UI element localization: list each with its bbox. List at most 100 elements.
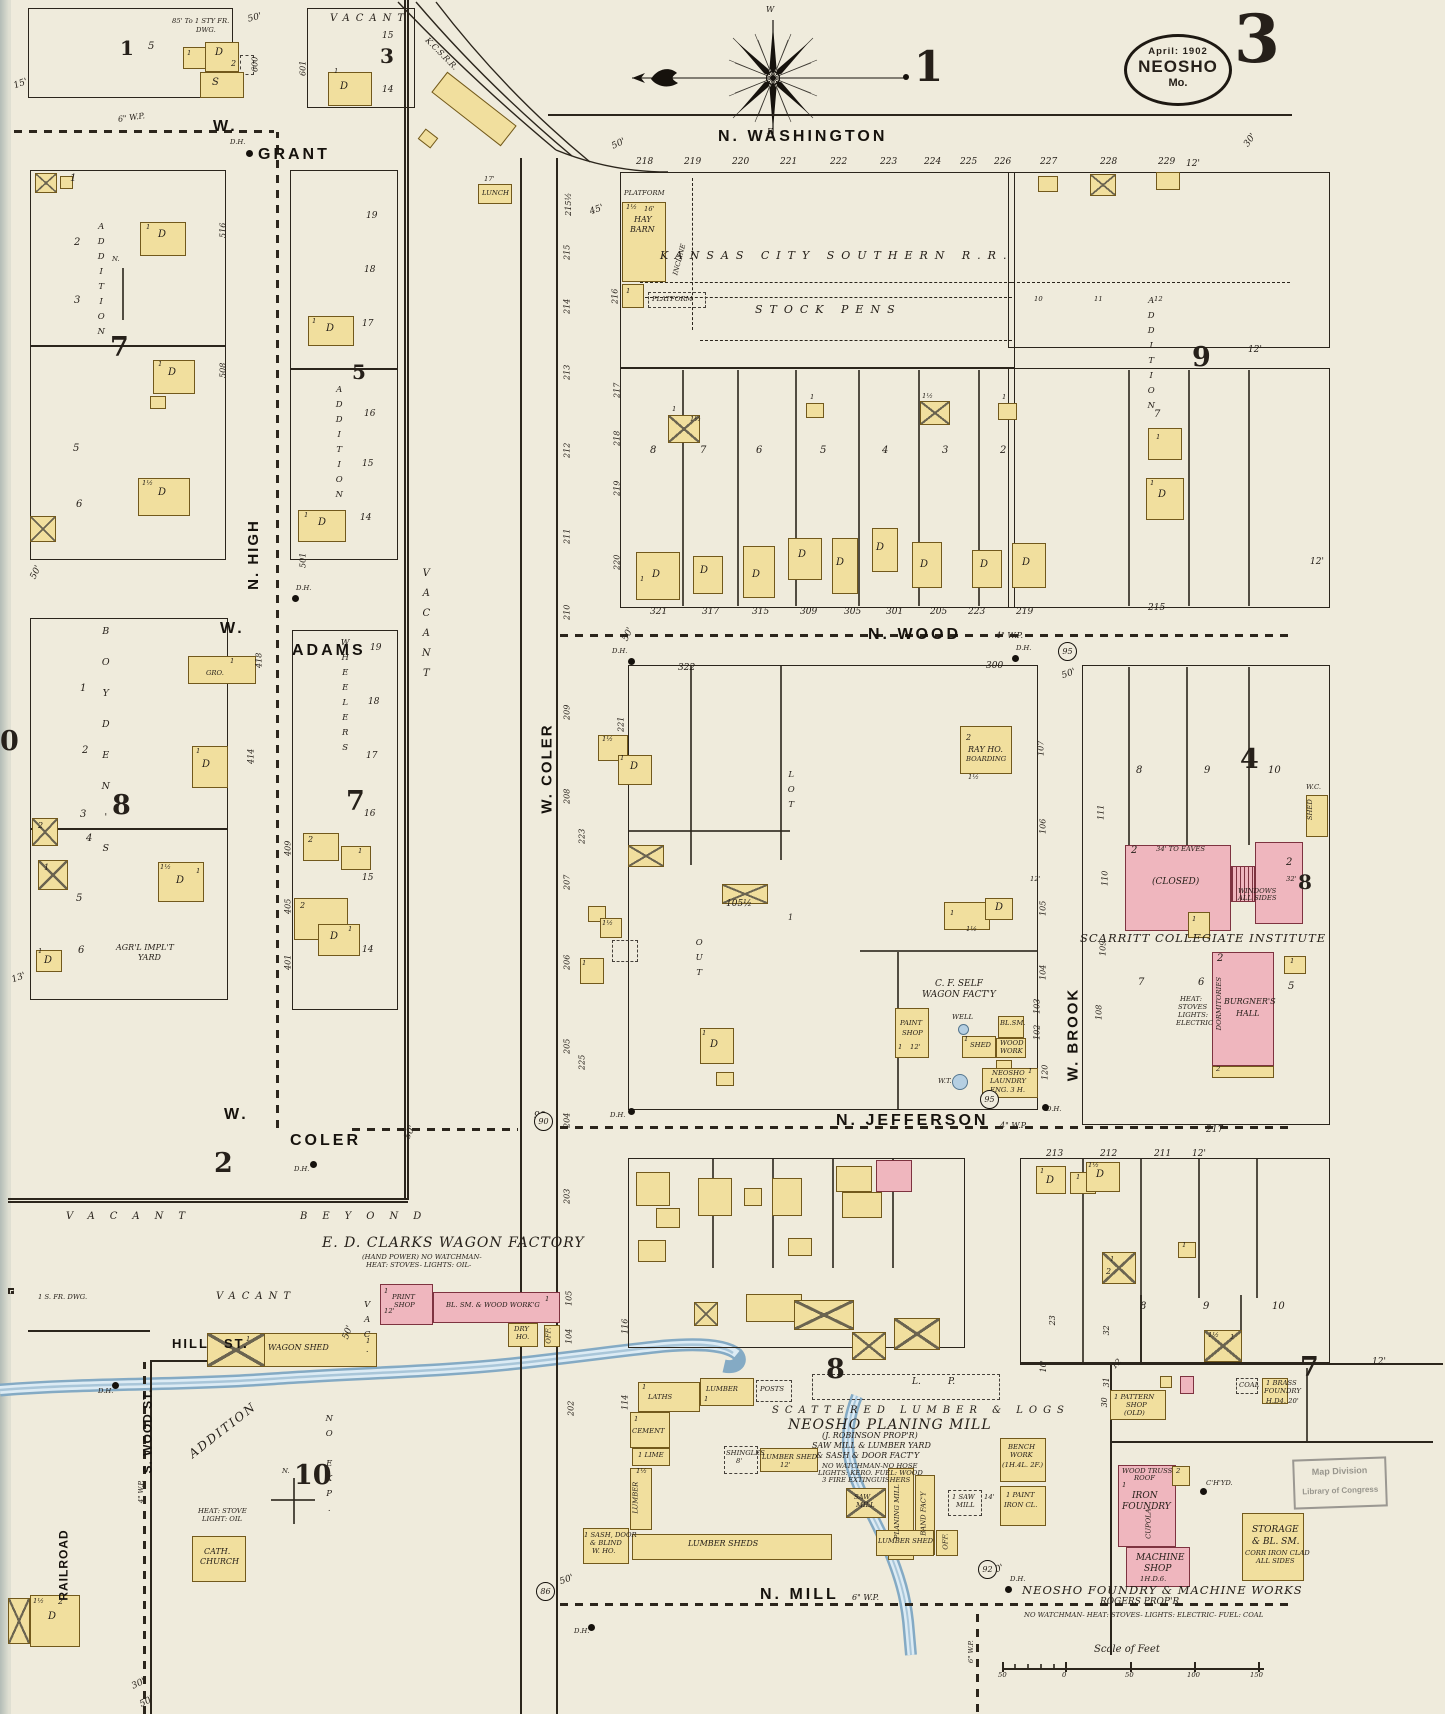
street-label: ST. xyxy=(224,1336,249,1351)
frame-building xyxy=(38,860,68,890)
area-label: VACANT xyxy=(330,13,411,24)
map-label: DRY xyxy=(514,1325,529,1333)
map-label: 10 xyxy=(1268,765,1281,776)
frame-building xyxy=(998,1016,1024,1038)
house-number: 16 xyxy=(364,809,376,819)
frame-building xyxy=(583,1528,629,1564)
frame-building xyxy=(842,1192,882,1218)
map-line xyxy=(1002,1668,1264,1670)
map-label: WORK xyxy=(1000,1047,1023,1055)
map-label: 1 SASH, DOOR xyxy=(584,1531,637,1539)
map-label: WAGON FACT'Y xyxy=(922,990,996,1000)
map-label: HEAT: xyxy=(1180,995,1203,1003)
map-line xyxy=(1306,1368,1308,1443)
block-number: 0 xyxy=(0,726,19,757)
frame-building xyxy=(150,396,166,409)
shed-outline xyxy=(948,1490,982,1516)
map-line xyxy=(978,370,980,606)
house-number: 104 xyxy=(564,1328,574,1344)
house-number: 301 xyxy=(886,607,904,617)
datum-circle: 90 xyxy=(534,1112,553,1131)
map-line xyxy=(1140,1158,1142,1363)
house-number: 225 xyxy=(577,1054,587,1070)
block-outline xyxy=(1082,665,1330,1125)
map-label: D xyxy=(920,559,929,570)
frame-building xyxy=(158,862,204,902)
map-line xyxy=(1020,1363,1443,1365)
map-line xyxy=(1014,1664,1016,1670)
map-label: ENG. 3 H. xyxy=(990,1086,1025,1094)
map-line xyxy=(1082,1158,1084,1363)
map-label: 2 xyxy=(966,733,972,742)
map-label: 1 xyxy=(1192,915,1197,923)
area-label: NO EXP. xyxy=(324,1414,335,1519)
map-label: 85' To 1 STY FR. xyxy=(172,17,230,25)
map-label: SHOP xyxy=(902,1029,923,1037)
frame-building xyxy=(996,1038,1026,1058)
map-label: 1 PATTERN xyxy=(1114,1393,1155,1401)
house-number: 15 xyxy=(362,459,374,469)
house-number: 14 xyxy=(362,945,374,955)
map-label: 7 xyxy=(1138,977,1145,988)
map-label: 1 xyxy=(1028,1067,1033,1075)
map-line xyxy=(30,828,228,830)
map-label: 32' xyxy=(1286,875,1297,883)
block-number: 5 xyxy=(352,360,366,384)
map-label: 1½ xyxy=(968,773,979,781)
map-label: SHED xyxy=(1305,799,1314,821)
map-label: D xyxy=(202,759,211,770)
frame-building xyxy=(628,845,664,867)
map-label: 4 xyxy=(86,833,93,844)
street-label: GRANT xyxy=(258,146,330,163)
block-outline xyxy=(1020,1158,1330,1363)
map-label: D.H. xyxy=(574,1627,590,1635)
map-label: 1½ xyxy=(160,863,171,871)
map-label: 3 xyxy=(74,295,81,306)
map-label: (CLOSED) xyxy=(1152,877,1200,887)
map-label: D xyxy=(340,81,349,92)
frame-building xyxy=(1086,1162,1120,1192)
block-outline xyxy=(30,618,228,1000)
map-label: D.H. xyxy=(610,1111,626,1119)
block-outline xyxy=(292,630,398,1010)
house-number: 210 xyxy=(562,604,572,620)
area-label: ADDITION xyxy=(334,385,345,505)
map-line xyxy=(1128,667,1130,845)
frame-building xyxy=(693,556,723,594)
map-label: 4" W.P. xyxy=(136,1480,145,1504)
house-number: 229 xyxy=(1158,157,1176,167)
map-line xyxy=(892,1158,894,1268)
map-label: 12' xyxy=(910,1043,921,1051)
map-line xyxy=(1240,1295,1242,1363)
brick-building xyxy=(1118,1465,1176,1547)
map-line xyxy=(1002,1662,1004,1672)
map-label: W.T. xyxy=(938,1077,952,1085)
map-line xyxy=(556,158,558,1714)
datum-circle: 92 xyxy=(978,1560,997,1579)
house-number: 205 xyxy=(562,1038,572,1054)
house-number: 14 xyxy=(360,513,372,523)
house-number: 600 xyxy=(250,56,260,72)
map-label: 1½ xyxy=(602,919,613,927)
map-label: 150 xyxy=(1250,1671,1263,1679)
map-label: SHOP xyxy=(394,1301,415,1309)
map-label: 1 xyxy=(898,1043,903,1051)
scale-title: Scale of Feet xyxy=(1094,1644,1160,1655)
map-line xyxy=(520,158,522,1714)
map-line xyxy=(1140,1295,1142,1363)
map-label: D xyxy=(752,569,761,580)
frame-building xyxy=(694,1302,718,1326)
map-label: 12 xyxy=(1154,295,1163,303)
house-number: 219 xyxy=(1016,607,1034,617)
map-label: 14' xyxy=(984,1493,995,1501)
map-label: CHURCH xyxy=(200,1557,239,1566)
datum-circle: 95 xyxy=(980,1090,999,1109)
map-label: D xyxy=(44,955,53,966)
map-label: 2 xyxy=(1131,845,1138,856)
map-line xyxy=(1040,1664,1042,1670)
map-label: LUMBER SHED xyxy=(878,1537,934,1545)
house-number: 405 xyxy=(283,898,293,914)
map-label: PLANING MILL xyxy=(892,1484,901,1540)
house-number: 216 xyxy=(610,288,620,304)
house-number: 300 xyxy=(986,661,1004,671)
